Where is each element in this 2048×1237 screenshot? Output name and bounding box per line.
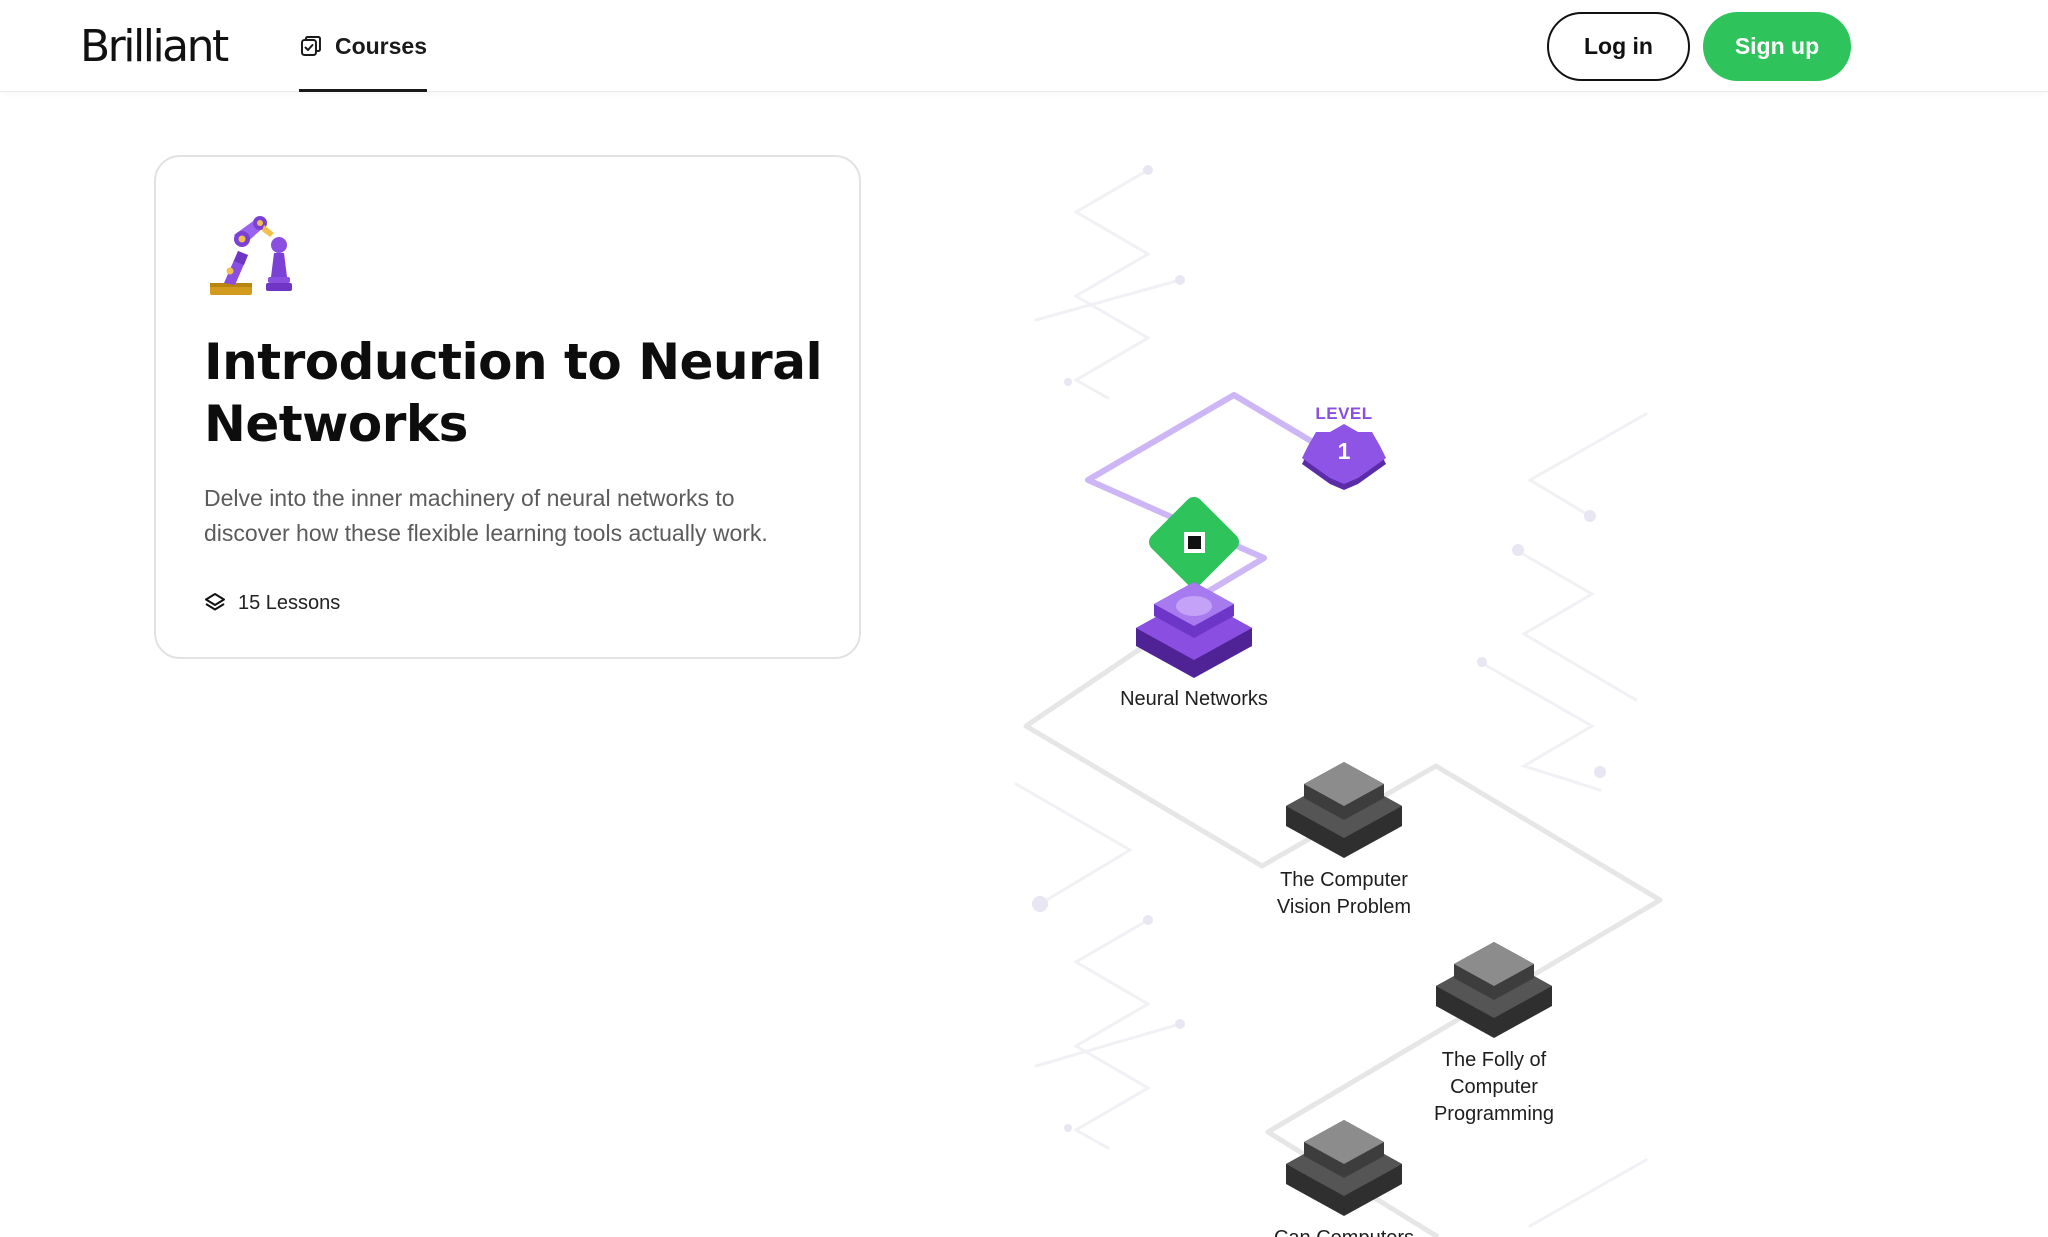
node-computer-vision-problem[interactable] xyxy=(1286,762,1402,858)
background-dots xyxy=(1032,165,1606,1132)
level-badge xyxy=(1302,424,1386,490)
lessons-count: 15 Lessons xyxy=(204,583,340,623)
robot-arm-chess-icon xyxy=(210,216,292,295)
layers-icon xyxy=(205,593,225,611)
courses-icon xyxy=(300,36,321,56)
node-folly-of-computer-programming[interactable] xyxy=(1436,942,1552,1038)
node-label-neural-networks: Neural Networks xyxy=(1120,688,1268,710)
node-label-computer-vision-problem: The Computer Vision Problem xyxy=(1276,869,1412,918)
lessons-count-label: 15 Lessons xyxy=(238,591,341,614)
path-line-locked xyxy=(1023,619,1663,1237)
course-title: Introduction to Neural Networks xyxy=(204,333,823,453)
node-can-computers[interactable] xyxy=(1286,1120,1402,1216)
node-label-can-computers: Can Computers xyxy=(1254,1225,1434,1237)
active-tab-indicator xyxy=(299,89,427,92)
node-neural-networks[interactable] xyxy=(1136,582,1252,678)
brilliant-logo[interactable]: Brilliant xyxy=(80,21,229,72)
level-label: LEVEL xyxy=(1315,404,1373,423)
nav-courses-label: Courses xyxy=(334,32,427,59)
course-info-card: Introduction to Neural Networks Delve in… xyxy=(154,155,861,659)
level-number: 1 xyxy=(1337,438,1351,464)
sign-up-button[interactable]: Sign up xyxy=(1703,12,1851,81)
top-navigation-bar: Brilliant Courses Log in Sign up xyxy=(0,0,2048,92)
log-in-button[interactable]: Log in xyxy=(1547,12,1690,81)
nav-courses-tab[interactable]: Courses xyxy=(299,0,427,92)
background-pattern xyxy=(1014,168,1648,1228)
node-label-folly-of-computer-programming: The Folly of Computer Programming xyxy=(1433,1049,1555,1125)
current-lesson-marker[interactable] xyxy=(1149,497,1239,587)
course-description: Delve into the inner machinery of neural… xyxy=(204,485,768,546)
